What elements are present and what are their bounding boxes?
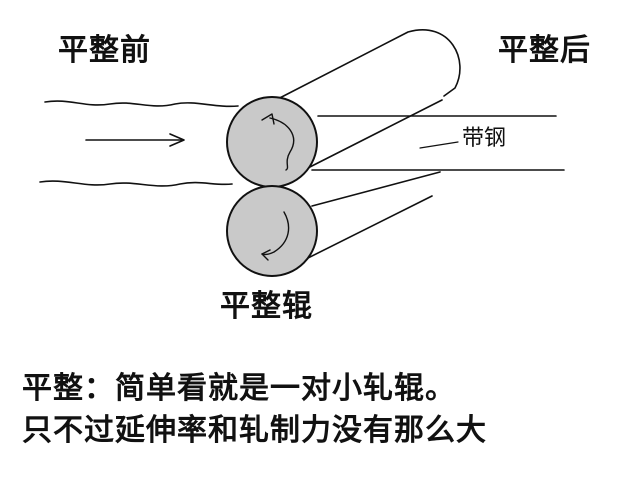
- arrow-right-icon: [85, 133, 185, 147]
- upper-roller-body: [267, 29, 461, 105]
- label-flattening-roller: 平整辊: [220, 289, 313, 324]
- lower-roller-upper-edge: [311, 171, 441, 207]
- upper-roller-face: [226, 96, 318, 188]
- lower-roller-lower-edge: [299, 195, 433, 263]
- strip-before-bottom-edge: [39, 180, 233, 187]
- label-steel-strip: 带钢: [462, 126, 507, 151]
- curved-arrow-icon: [261, 211, 290, 261]
- caption-line-2: 只不过延伸率和轧制力没有那么大: [22, 413, 487, 448]
- strip-before-top-edge: [44, 100, 239, 108]
- strip-leader-line: [419, 141, 459, 149]
- caption-text: 平整：简单看就是一对小轧辊。 只不过延伸率和轧制力没有那么大: [22, 368, 622, 452]
- caption-line-1: 平整：简单看就是一对小轧辊。: [22, 371, 456, 406]
- lower-roller-face: [226, 185, 318, 277]
- label-before-flattening: 平整前: [58, 33, 151, 68]
- label-after-flattening: 平整后: [498, 33, 591, 68]
- upper-roller-lower-edge: [299, 99, 443, 173]
- curved-arrow-icon: [261, 113, 295, 171]
